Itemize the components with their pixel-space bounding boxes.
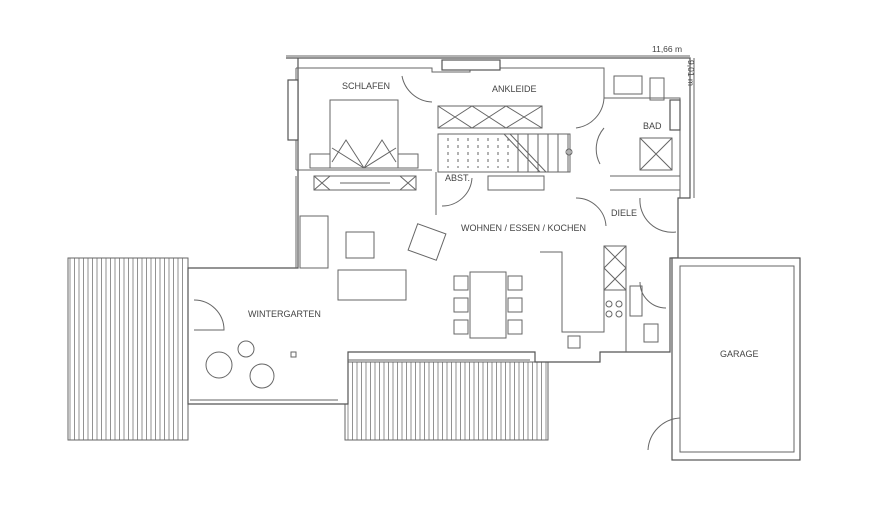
window-left <box>287 79 299 141</box>
toilet <box>649 77 665 101</box>
coffee-table <box>345 231 375 259</box>
door-bad <box>575 97 605 165</box>
terrace-left-outline <box>67 257 189 441</box>
shower <box>639 137 673 171</box>
wardrobe <box>313 175 417 191</box>
sink <box>613 75 643 95</box>
door-ankleide <box>401 75 433 103</box>
width-dimension: 11,66 m <box>652 44 682 54</box>
dining-table <box>469 271 507 339</box>
door-abst <box>441 177 473 207</box>
sideboard <box>487 175 545 191</box>
terrace-bottom <box>347 362 547 440</box>
room-label-wohnen: WOHNEN / ESSEN / KOCHEN <box>461 223 586 233</box>
closet <box>437 105 543 129</box>
door-garage <box>647 417 681 451</box>
side-table <box>237 340 255 358</box>
room-label-bad: BAD <box>643 121 662 131</box>
window-top <box>441 59 501 71</box>
door-diele <box>575 197 677 233</box>
terrace-bottom-outline <box>344 361 549 441</box>
terrace-left <box>69 258 183 440</box>
room-label-garage: GARAGE <box>720 349 759 359</box>
room-label-schlafen: SCHLAFEN <box>342 81 390 91</box>
chair <box>249 363 275 389</box>
armchair <box>299 215 329 269</box>
door-wintergarten <box>193 299 225 331</box>
room-label-ankleide: ANKLEIDE <box>492 84 537 94</box>
dining-chairs <box>453 275 523 335</box>
room-label-wintergarten: WINTERGARTEN <box>248 309 321 319</box>
chair <box>205 351 233 379</box>
depth-dimension: 9,01 m <box>686 60 696 86</box>
room-label-diele: DIELE <box>611 208 637 218</box>
room-label-abst: ABST. <box>445 173 470 183</box>
garage <box>671 257 801 461</box>
lounge-chair <box>407 223 447 261</box>
window-bad <box>669 99 681 131</box>
sofa <box>337 269 407 301</box>
